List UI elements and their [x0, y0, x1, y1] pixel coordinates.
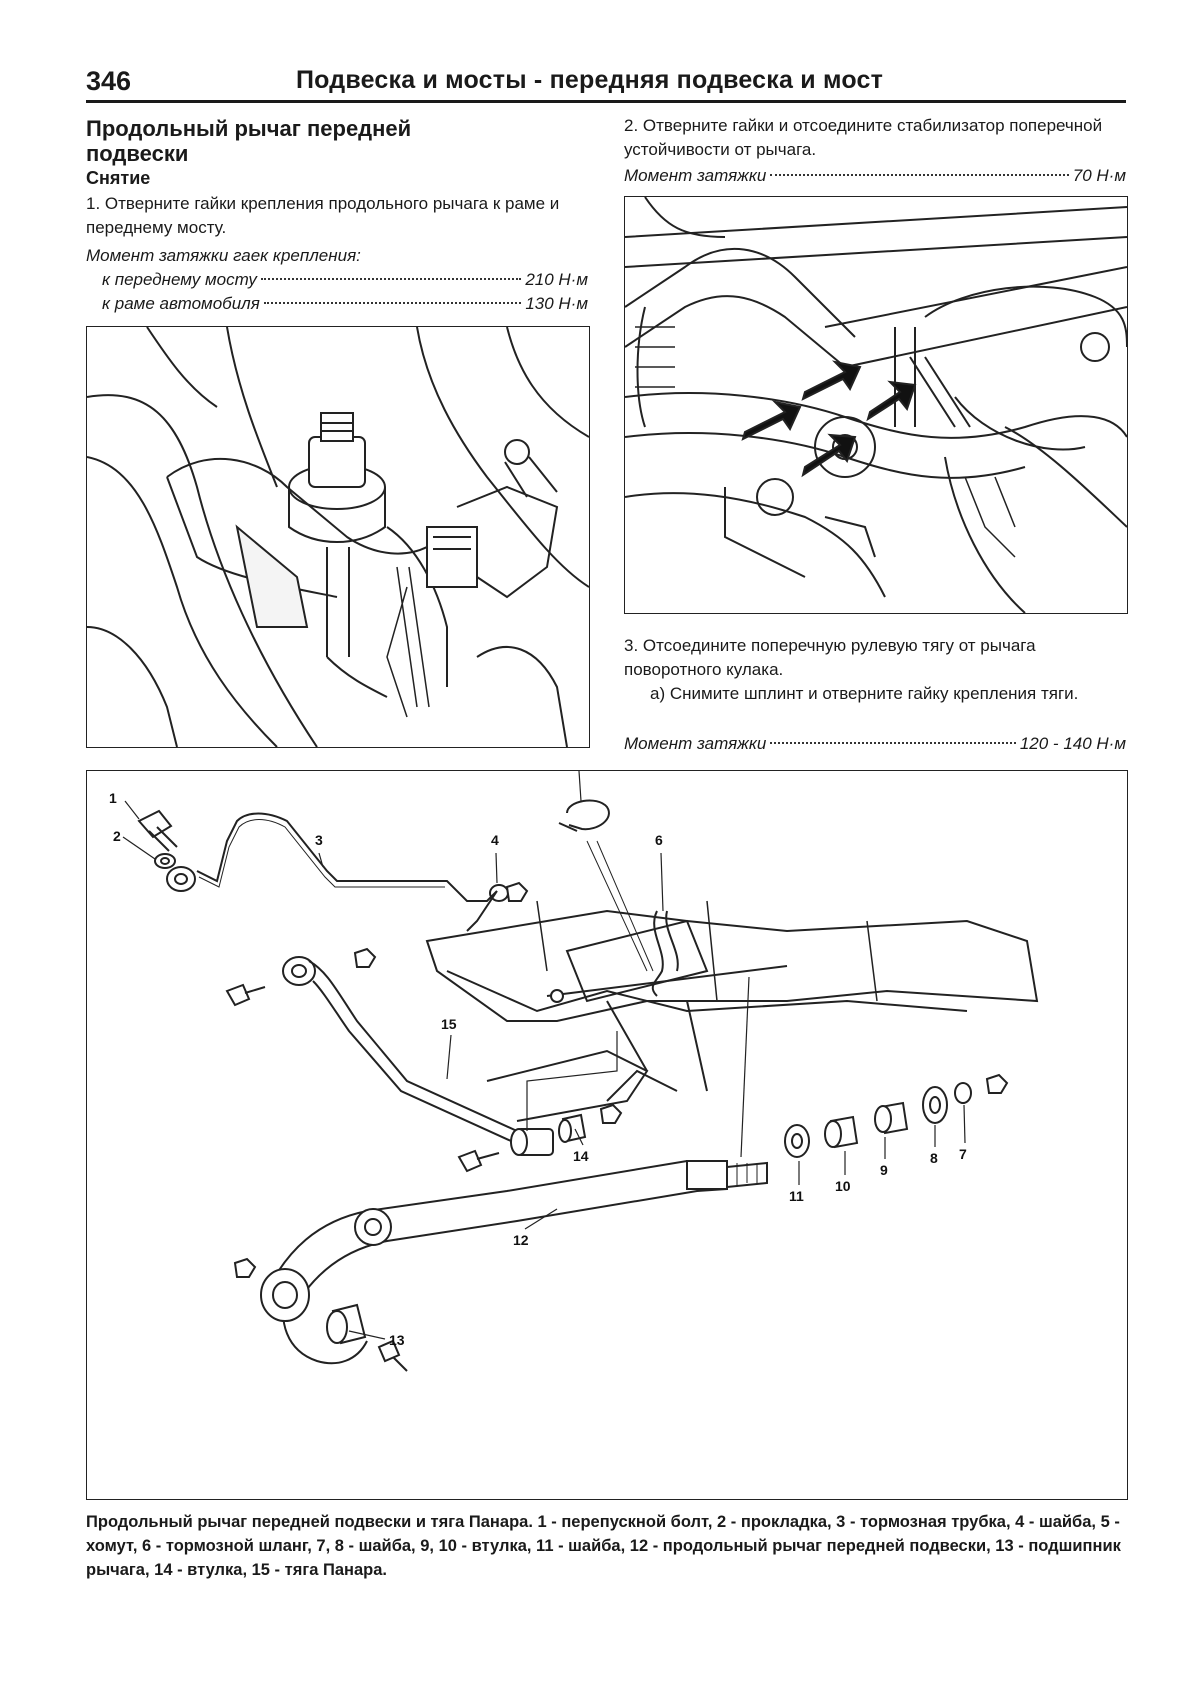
callout-11: 11 — [789, 1188, 804, 1204]
leader-dots — [260, 278, 522, 280]
torque-label-tie-rod: Момент затяжки — [624, 734, 767, 753]
torque-row-stabilizer: Момент затяжки 70 Н·м — [624, 164, 1126, 188]
callout-9: 9 — [880, 1162, 888, 1178]
section-subheading: Снятие — [86, 168, 151, 188]
figure-trailing-arm-mount — [86, 326, 590, 748]
header-rule — [86, 100, 1126, 103]
leader-dots — [263, 302, 522, 304]
callout-15: 15 — [441, 1016, 457, 1032]
page-header-title: Подвеска и мосты - передняя подвеска и м… — [296, 66, 884, 94]
step-3-text: 3. Отсоедините поперечную рулевую тягу о… — [624, 636, 1036, 679]
torque-row-front-axle: к переднему мосту 210 Н·м — [102, 268, 588, 292]
section-heading: Продольный рычаг передней подвески — [86, 116, 412, 166]
leader-dots — [770, 174, 1069, 176]
callout-6: 6 — [655, 832, 663, 848]
callout-10: 10 — [835, 1178, 851, 1194]
torque-label-stabilizer: Момент затяжки — [624, 166, 767, 185]
torque-label: Момент затяжки гаек крепления: — [86, 246, 361, 265]
callout-7: 7 — [959, 1146, 967, 1162]
callout-5: 5 — [573, 771, 581, 772]
callout-1: 1 — [109, 790, 117, 806]
callout-4: 4 — [491, 832, 499, 848]
callout-2: 2 — [113, 828, 121, 844]
leader-dots — [770, 742, 1016, 744]
torque-row-tie-rod: Момент затяжки 120 - 140 Н·м — [624, 732, 1126, 756]
step-3a-text: а) Снимите шплинт и отверните гайку креп… — [650, 684, 1079, 703]
callout-12: 12 — [513, 1232, 529, 1248]
torque-value-front-axle: 210 Н·м — [525, 270, 588, 289]
step-1-text: 1. Отверните гайки крепления продольного… — [86, 194, 560, 237]
torque-value-frame: 130 Н·м — [525, 294, 588, 313]
page-number: 346 — [86, 66, 132, 96]
exploded-diagram-trailing-arm: 1 2 3 4 5 6 7 8 9 10 11 12 13 14 15 — [86, 770, 1128, 1500]
torque-row-frame: к раме автомобиля 130 Н·м — [102, 292, 588, 316]
figure-stabilizer-link — [624, 196, 1128, 614]
callout-3: 3 — [315, 832, 323, 848]
torque-value-stabilizer: 70 Н·м — [1072, 166, 1126, 185]
callout-8: 8 — [930, 1150, 938, 1166]
callout-13: 13 — [389, 1332, 405, 1348]
torque-value-tie-rod: 120 - 140 Н·м — [1019, 734, 1126, 753]
torque-label-front-axle: к переднему мосту — [102, 270, 257, 289]
figure-caption: Продольный рычаг передней подвески и тяг… — [86, 1513, 1121, 1579]
step-2-text: 2. Отверните гайки и отсоедините стабили… — [624, 116, 1103, 159]
callout-14: 14 — [573, 1148, 589, 1164]
torque-label-frame: к раме автомобиля — [102, 294, 260, 313]
